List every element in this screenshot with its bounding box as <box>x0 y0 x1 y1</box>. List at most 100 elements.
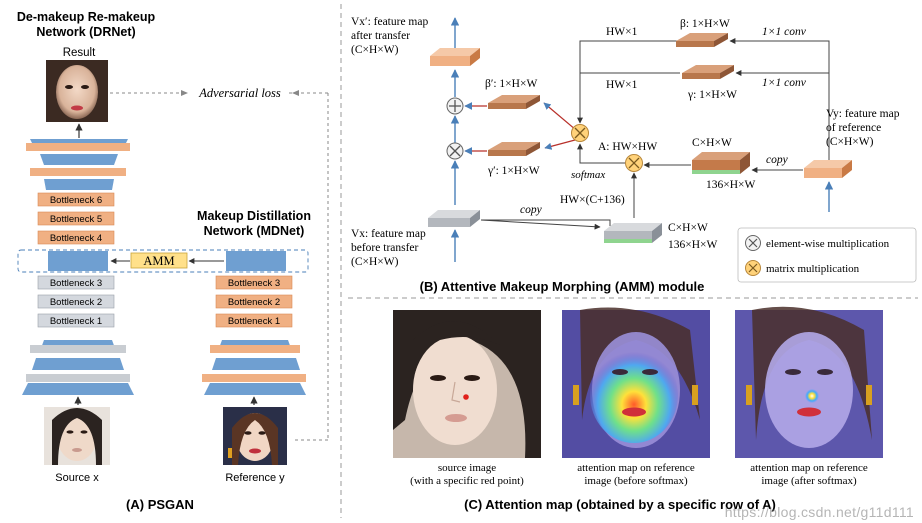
decoder-layer-3 <box>44 179 114 190</box>
hw136-bottom-label: 136×H×W <box>668 239 718 251</box>
drnet-bottleneck-3-label: Bottleneck 3 <box>50 278 102 289</box>
beta-label: β: 1×H×W <box>680 18 730 30</box>
img2-caption-1: attention map on reference <box>577 462 695 474</box>
source-image <box>44 407 110 465</box>
vx-prime-label-3: (C×H×W) <box>351 44 399 56</box>
beta-block <box>676 33 728 47</box>
watermark: https://blog.csdn.net/g11d111 <box>724 504 914 520</box>
beta-prime-label: β′: 1×H×W <box>485 78 537 90</box>
mdnet-bottleneck-3-label: Bottleneck 3 <box>228 278 280 289</box>
gamma-prime-block <box>488 142 540 156</box>
mdnet-bottleneck-2-label: Bottleneck 2 <box>228 297 280 308</box>
vy-label-1: Vy: feature map <box>826 108 900 120</box>
result-label: Result <box>63 47 96 59</box>
src-concat-block <box>604 223 662 243</box>
decoder-norm-1 <box>26 143 130 151</box>
decoder-layer-2 <box>40 154 118 165</box>
adversarial-loss-label: Adversarial loss <box>198 86 281 100</box>
attention-peak <box>805 389 819 403</box>
attention-map-before-softmax <box>562 307 710 458</box>
img2-caption-2: image (before softmax) <box>584 475 688 487</box>
elementwise-mult-node <box>446 142 464 160</box>
a-matrix-label: A: HW×HW <box>598 141 657 153</box>
drnet-encoder <box>22 340 134 395</box>
legend-matrix-label: matrix multiplication <box>766 263 860 275</box>
vy-label-2: of reference <box>826 122 881 134</box>
mdnet-bottlenecks: Bottleneck 3 Bottleneck 2 Bottleneck 1 <box>215 275 293 328</box>
adversarial-arrow-left <box>181 90 188 96</box>
matrix-mult-node-lower <box>625 154 643 172</box>
hwc136-label: HW×(C+136) <box>560 194 625 206</box>
drnet-gray-bottlenecks: Bottleneck 3 Bottleneck 2 Bottleneck 1 <box>37 275 115 328</box>
reference-label: Reference y <box>225 472 285 484</box>
vx-prime-label-2: after transfer <box>351 30 410 42</box>
drnet-bottleneck-2-label: Bottleneck 2 <box>50 297 102 308</box>
mdnet-bottleneck-1-label: Bottleneck 1 <box>228 316 280 327</box>
hw1-top-label: HW×1 <box>606 26 638 38</box>
gamma-prime-label: γ′: 1×H×W <box>487 165 540 177</box>
bottleneck-4-label: Bottleneck 4 <box>50 233 102 244</box>
legend-elementwise-label: element-wise multiplication <box>766 238 890 250</box>
img3-caption-2: image (after softmax) <box>761 475 857 487</box>
source-image-large <box>393 310 541 458</box>
img1-caption-2: (with a specific red point) <box>410 475 524 487</box>
gamma-label: γ: 1×H×W <box>687 89 737 101</box>
chw-bottom-label: C×H×W <box>668 222 708 234</box>
amm-region <box>17 249 309 273</box>
attention-map-after-softmax <box>735 306 883 458</box>
conv-mid-label: 1×1 conv <box>762 77 807 89</box>
drnet-title: De-makeup Re-makeup <box>17 10 156 24</box>
amm-label: AMM <box>143 254 174 268</box>
hw1-mid-label: HW×1 <box>606 79 638 91</box>
vx-label-1: Vx: feature map <box>351 228 426 240</box>
decoder-norm-2 <box>30 168 126 176</box>
source-label: Source x <box>55 472 99 484</box>
mdnet-title: Makeup Distillation <box>197 209 311 223</box>
conv-top-label: 1×1 conv <box>762 26 807 38</box>
times-to-gamma-prime-line <box>544 139 576 150</box>
vx-block <box>428 210 480 227</box>
drnet-bottleneck-1-label: Bottleneck 1 <box>50 316 102 327</box>
vy-label-3: (C×H×W) <box>826 136 874 148</box>
times-to-beta-prime-line <box>543 102 577 131</box>
hw136-right-label: 136×H×W <box>706 179 756 191</box>
ref-concat-block <box>692 152 750 174</box>
vx-label-2: before transfer <box>351 242 419 254</box>
panel-c: source image (with a specific red point)… <box>393 306 883 512</box>
vy-block <box>804 160 852 178</box>
bottleneck-6-label: Bottleneck 6 <box>50 195 102 206</box>
copy-right-label: copy <box>766 154 789 166</box>
copy-left-label: copy <box>520 204 543 216</box>
mdnet-encoder <box>202 340 306 395</box>
img1-caption-1: source image <box>438 462 496 474</box>
drnet-bottlenecks: Bottleneck 6 Bottleneck 5 Bottleneck 4 <box>37 192 115 245</box>
drnet-middle-block <box>48 251 108 271</box>
bottleneck-5-label: Bottleneck 5 <box>50 214 102 225</box>
legend: element-wise multiplication matrix multi… <box>737 227 917 283</box>
amm-block <box>130 252 188 269</box>
vy-to-beta-path <box>729 38 830 160</box>
panel-b-caption: (B) Attentive Makeup Morphing (AMM) modu… <box>420 279 705 294</box>
mdnet-title-line2: Network (MDNet) <box>204 224 305 238</box>
panel-a-caption: (A) PSGAN <box>126 497 194 512</box>
vx-copy-path <box>481 219 611 226</box>
chw-right-label: C×H×W <box>692 137 732 149</box>
img3-caption-1: attention map on reference <box>750 462 868 474</box>
matrix-mult-node-upper <box>571 124 589 142</box>
mdnet-middle-block <box>226 251 286 271</box>
beta-prime-block <box>488 95 540 109</box>
vx-prime-label-1: Vx′: feature map <box>351 16 428 28</box>
panel-b: Vx′: feature map after transfer (C×H×W) <box>351 16 917 294</box>
vx-prime-block <box>430 48 480 66</box>
add-node <box>446 97 464 115</box>
reference-image <box>223 407 287 465</box>
panel-c-caption: (C) Attention map (obtained by a specifi… <box>464 497 776 512</box>
beta-path <box>577 40 677 124</box>
adversarial-arrow-right <box>292 90 299 96</box>
panel-a: De-makeup Re-makeup Network (DRNet) Resu… <box>17 10 329 512</box>
vx-label-3: (C×H×W) <box>351 256 399 268</box>
result-image <box>46 60 108 122</box>
gamma-block <box>682 65 734 79</box>
drnet-title-line2: Network (DRNet) <box>36 25 135 39</box>
